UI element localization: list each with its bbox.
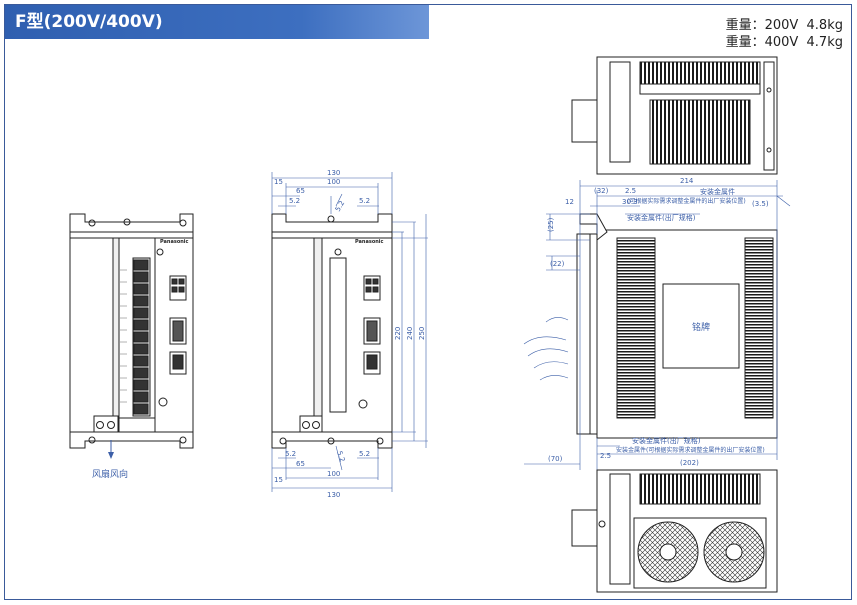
terminal-block [133,259,149,415]
dim-240: 240 [406,327,414,340]
dim-slot-top: 5.2 [334,199,346,213]
dim-25: (25) [547,217,555,232]
dim-top-65: 65 [296,187,305,195]
dim-3-5: (3.5) [752,200,769,208]
top-view [571,56,778,175]
bracket-top-note: (可根据实际需求调整金属件的出厂安装位置) [627,197,746,205]
dim-202: (202) [680,459,699,467]
bottom-view [571,469,778,593]
dim-250: 250 [418,327,426,340]
dim-bottom-5-2-left: 5.2 [285,450,296,458]
dim-slot-bottom: 5.2 [335,450,346,463]
weight-specs: 重量：200V 4.8kg 重量：400V 4.7kg [726,17,843,51]
dim-30-3: 30.3 [622,198,638,206]
page-title: F型(200V/400V) [5,5,429,39]
front-brand: Panasonic [160,239,189,245]
bracket-factory-label: 安装金属件(出厂规格) [627,213,696,222]
dim-32: (32) [594,187,609,195]
fan-direction-label: 风扇风向 [92,468,128,480]
dim-bottom-130: 130 [327,491,340,499]
dim-bottom-5-2: 5.2 [359,450,370,458]
dim-top-15: 15 [274,178,283,186]
weight-400v: 重量：400V 4.7kg [725,35,843,50]
dim-top-130: 130 [327,169,340,177]
front-view [69,213,194,449]
side-view [576,213,778,439]
side-dim-lines [523,180,791,470]
nameplate-label: 铭牌 [692,321,710,333]
dim-220: 220 [394,327,402,340]
dim-bottom-100: 100 [327,470,340,478]
dim-22: (22) [550,260,565,268]
dim-top-100: 100 [327,178,340,186]
dim-top-5-2-right: 5.2 [359,197,370,205]
dim-2-5-bottom: 2.5 [600,452,611,460]
mid-brand: Panasonic [355,239,384,245]
weight-200v: 重量：200V 4.8kg [725,18,843,33]
bracket-bottom-factory-label: 安装金属件(出厂规格) [632,436,701,445]
dim-214: 214 [680,177,694,185]
dim-bottom-65: 65 [296,460,305,468]
dim-bottom-15: 15 [274,476,283,484]
dim-top-5-2-left: 5.2 [289,197,300,205]
dim-2-5-top: 2.5 [625,187,636,195]
dims-top-lines [271,172,428,492]
dimension-view [271,213,393,449]
bracket-top-label: 安装金属件 [700,187,735,196]
dim-70: (70) [548,455,563,463]
dim-12: 12 [565,198,574,206]
fan-direction-arrow [108,440,114,459]
drawing-frame [4,4,852,600]
bracket-bottom-note: 安装金属件(可根据实际需求调整金属件的出厂安装位置) [616,446,765,454]
